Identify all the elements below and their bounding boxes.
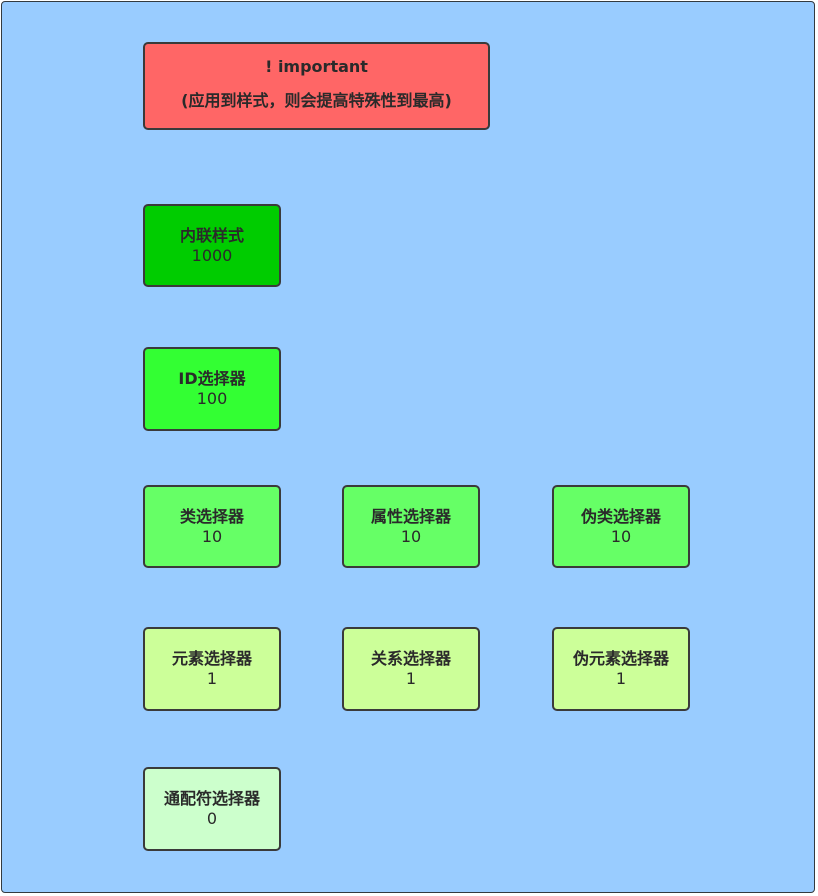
pseudo-element-selector-box: 伪元素选择器 1: [552, 627, 690, 711]
relation-selector-box: 关系选择器 1: [342, 627, 480, 711]
element-selector-box: 元素选择器 1: [143, 627, 281, 711]
universal-selector-box: 通配符选择器 0: [143, 767, 281, 851]
pseudo-element-selector-weight: 1: [615, 669, 627, 688]
class-selector-name: 类选择器: [179, 506, 244, 526]
relation-selector-name: 关系选择器: [370, 649, 451, 668]
class-selector-box: 类选择器 10: [143, 485, 281, 568]
important-note: (应用到样式，则会提高特殊性到最高): [181, 91, 452, 110]
pseudo-class-selector-weight: 10: [610, 526, 632, 546]
element-selector-name: 元素选择器: [171, 649, 252, 668]
element-selector-weight: 1: [206, 669, 218, 688]
class-selector-weight: 10: [201, 526, 223, 546]
pseudo-class-selector-box: 伪类选择器 10: [552, 485, 690, 568]
inline-style-name: 内联样式: [179, 225, 244, 245]
important-title: ! important: [265, 57, 368, 76]
id-selector-name: ID选择器: [178, 369, 246, 388]
universal-selector-name: 通配符选择器: [163, 789, 260, 808]
attribute-selector-box: 属性选择器 10: [342, 485, 480, 568]
inline-style-weight: 1000: [191, 245, 233, 265]
pseudo-class-selector-name: 伪类选择器: [580, 506, 661, 526]
important-box: ! important (应用到样式，则会提高特殊性到最高): [143, 42, 490, 130]
id-selector-weight: 100: [196, 389, 228, 408]
pseudo-element-selector-name: 伪元素选择器: [572, 649, 669, 668]
attribute-selector-weight: 10: [400, 526, 422, 546]
inline-style-box: 内联样式 1000: [143, 204, 281, 287]
relation-selector-weight: 1: [405, 669, 417, 688]
id-selector-box: ID选择器 100: [143, 347, 281, 431]
universal-selector-weight: 0: [206, 809, 218, 828]
attribute-selector-name: 属性选择器: [370, 506, 451, 526]
